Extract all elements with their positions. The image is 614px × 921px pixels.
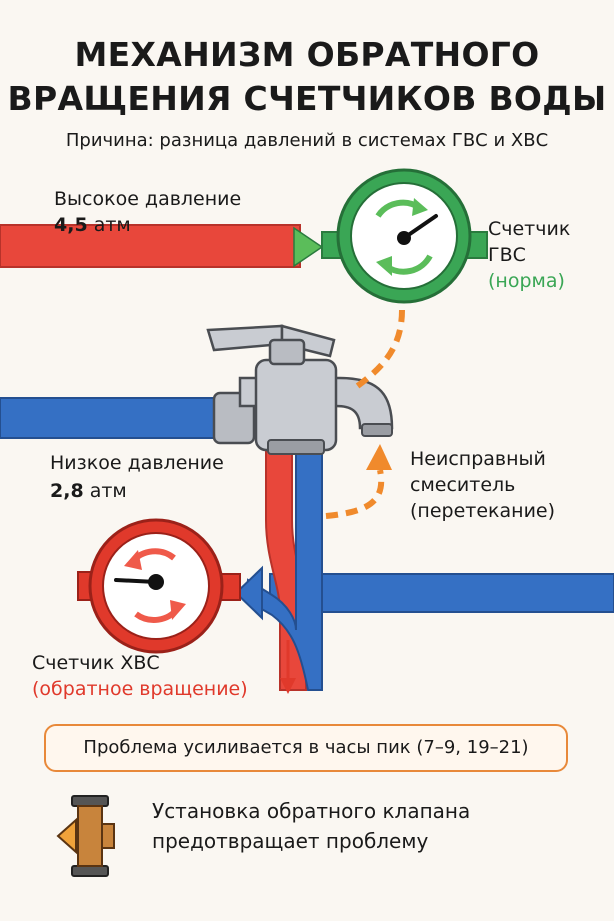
crossflow-path-lower xyxy=(325,469,385,519)
hot-pressure-value: 4,5 атм xyxy=(54,212,131,238)
cold-meter-title: Счетчик ХВС xyxy=(32,652,160,674)
page-title-line-1: МЕХАНИЗМ ОБРАТНОГО xyxy=(74,35,540,74)
hot-flow-arrow-icon xyxy=(293,226,324,268)
hot-pressure-label: Высокое давление xyxy=(54,188,242,210)
crossflow-arrow-icon xyxy=(366,444,392,470)
hot-pressure-unit: атм xyxy=(93,214,131,236)
hot-meter-title: Счетчик ГВС (норма) xyxy=(488,216,570,294)
hot-water-pipe xyxy=(0,224,301,268)
cold-water-meter xyxy=(77,518,241,654)
cold-flow-arrow-icon xyxy=(234,565,263,621)
mixer-label-line-2: смеситель xyxy=(410,474,516,496)
cold-pressure-value: 2,8 атм xyxy=(50,478,127,504)
cold-outlet-pipe xyxy=(244,447,323,691)
reverse-flow-arrow-icon xyxy=(280,678,296,694)
cold-pressure-number: 2,8 xyxy=(50,480,84,502)
valve-note-line-2: предотвращает проблему xyxy=(152,829,429,853)
page-subtitle: Причина: разница давлений в системах ГВС… xyxy=(65,130,549,151)
mixer-label-line-3: (перетекание) xyxy=(410,500,556,522)
hot-meter-title-line-2: ГВС xyxy=(488,244,526,266)
valve-note-line-1: Установка обратного клапана xyxy=(152,799,471,823)
mixer-label: Неисправный смеситель (перетекание) xyxy=(410,446,555,524)
cold-pressure-label: Низкое давление xyxy=(50,452,224,474)
hot-meter-status: (норма) xyxy=(488,270,565,292)
mixer-label-line-1: Неисправный xyxy=(410,448,546,470)
cold-pressure-unit: атм xyxy=(89,480,127,502)
crossflow-path-upper xyxy=(350,309,405,393)
cold-water-pipe-left xyxy=(0,397,225,439)
valve-note: Установка обратного клапана предотвращае… xyxy=(152,796,470,856)
mixer-tap xyxy=(206,324,394,455)
page-title-line-2: ВРАЩЕНИЯ СЧЕТЧИКОВ ВОДЫ xyxy=(7,79,607,118)
cold-meter-status: (обратное вращение) xyxy=(32,678,248,700)
hot-meter-title-line-1: Счетчик xyxy=(488,218,571,240)
peak-hours-callout: Проблема усиливается в часы пик (7–9, 19… xyxy=(44,724,568,772)
hot-pressure-number: 4,5 xyxy=(54,214,88,236)
hot-water-meter xyxy=(336,168,472,304)
check-valve-icon xyxy=(56,795,115,877)
